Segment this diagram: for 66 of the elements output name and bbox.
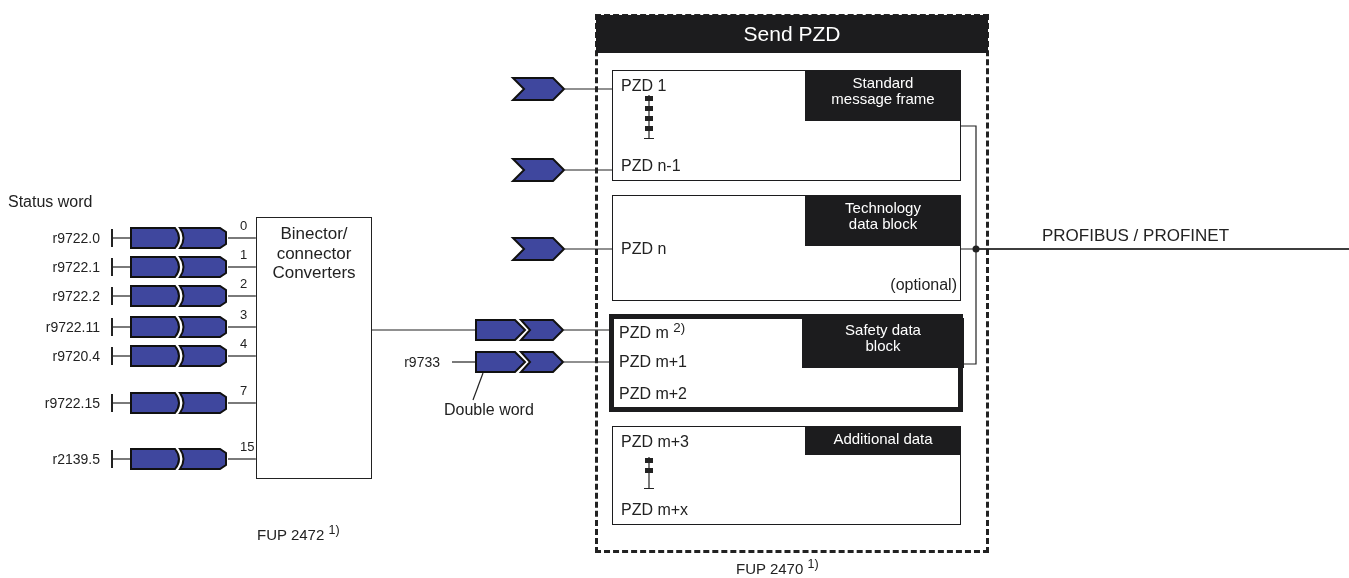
block-title: Standard message frame (805, 71, 961, 121)
pzd-label: PZD m+1 (619, 353, 687, 371)
signal-label: r9720.4 (10, 346, 112, 366)
connector-pair-icon (130, 392, 228, 414)
connector-line (227, 295, 257, 297)
diagram-reference: FUP 2472 $^{1)}$ (257, 523, 340, 543)
signal-label: r9722.11 (10, 317, 112, 337)
block-title: Safety data block (802, 318, 964, 368)
pzd-label: PZD m $^{2)}$ (619, 321, 686, 342)
connector-line (451, 361, 476, 363)
connector-line (111, 286, 131, 306)
connector-line (227, 266, 257, 268)
connector-line (227, 458, 257, 460)
connector-pair-icon (130, 448, 228, 470)
chevron-icon (512, 237, 565, 261)
group-title: Status word (8, 193, 93, 211)
signal-label: r2139.5 (10, 449, 112, 469)
note-text: (optional) (889, 276, 957, 294)
pzd-label: PZD n (621, 240, 667, 258)
connector-line (111, 393, 131, 413)
pzd-label: PZD m+x (621, 501, 689, 519)
connector-line (563, 329, 610, 331)
connector-line (111, 228, 131, 248)
connector-line (111, 317, 131, 337)
connector-pair-icon (130, 345, 228, 367)
connector-line (371, 329, 476, 331)
double-chevron-icon (475, 319, 564, 341)
signal-label: r9722.1 (10, 257, 112, 277)
pzd-label: PZD m+2 (619, 385, 687, 403)
connector-pair-icon (130, 256, 228, 278)
block-title: Technology data block (805, 196, 961, 246)
signal-label: r9722.0 (10, 228, 112, 248)
pzd-label: PZD 1 (621, 77, 667, 95)
connector-line (227, 326, 257, 328)
signal-label: r9733 (392, 352, 452, 372)
pzd-label: PZD n-1 (621, 157, 681, 175)
signal-label: r9722.2 (10, 286, 112, 306)
diagram-reference: FUP 2470 $^{1)}$ (736, 557, 819, 577)
connector-line (227, 237, 257, 239)
pzd-label: PZD m+3 (621, 433, 689, 451)
signal-label: r9722.15 (10, 393, 112, 413)
data-block (612, 70, 961, 181)
connector-line (564, 248, 613, 250)
connector-line (227, 402, 257, 404)
chevron-icon (512, 158, 565, 182)
connector-pair-icon (130, 285, 228, 307)
data-block (612, 426, 961, 525)
block-title: Additional data (805, 427, 961, 455)
dashed-frame (595, 14, 989, 553)
chevron-icon (512, 77, 565, 101)
connector-pair-icon (130, 316, 228, 338)
connector-line (227, 355, 257, 357)
connector-line (111, 449, 131, 469)
data-block (612, 195, 961, 301)
converter-block: Binector/ connector Converters (256, 217, 372, 479)
data-block (609, 314, 963, 412)
connector-line (111, 346, 131, 366)
connector-pair-icon (130, 227, 228, 249)
connector-line (564, 169, 613, 171)
callout-text: Double word (444, 400, 544, 420)
leader-line (472, 372, 484, 401)
connector-line (563, 361, 610, 363)
connector-line (564, 88, 613, 90)
header-bar: Send PZD (596, 15, 988, 53)
connector-line (111, 257, 131, 277)
double-chevron-icon (475, 351, 564, 373)
